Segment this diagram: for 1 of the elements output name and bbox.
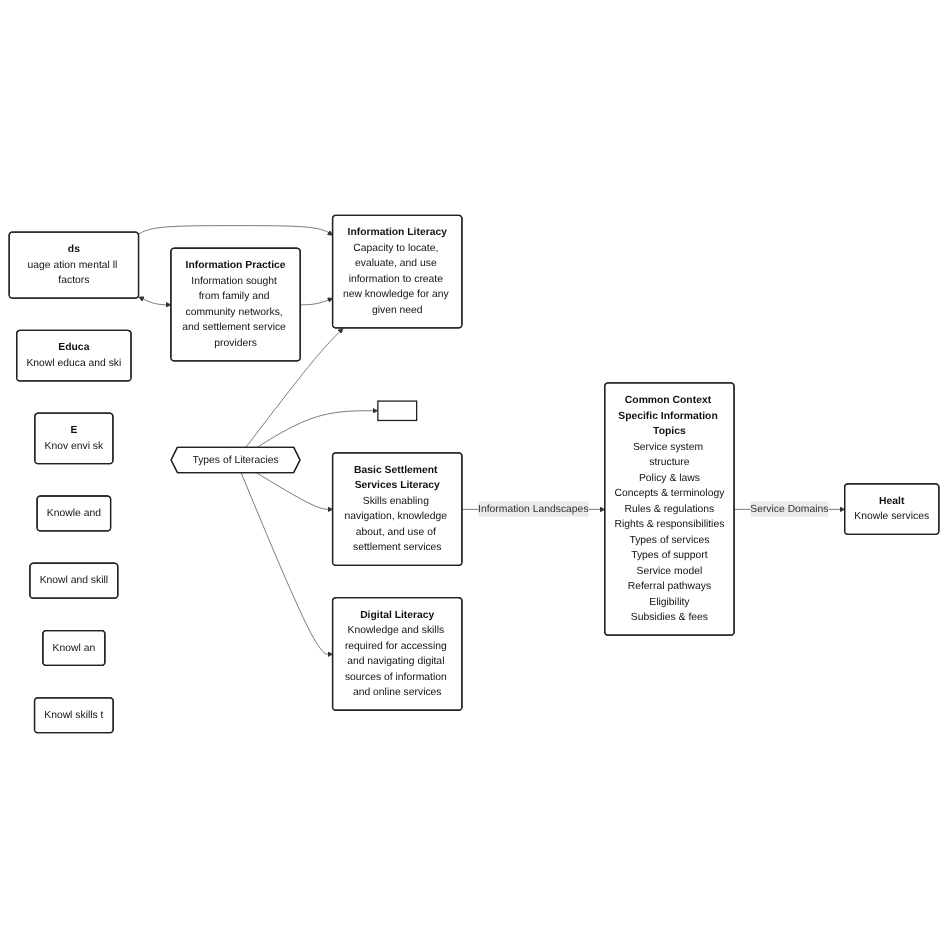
node-box bbox=[377, 400, 418, 422]
